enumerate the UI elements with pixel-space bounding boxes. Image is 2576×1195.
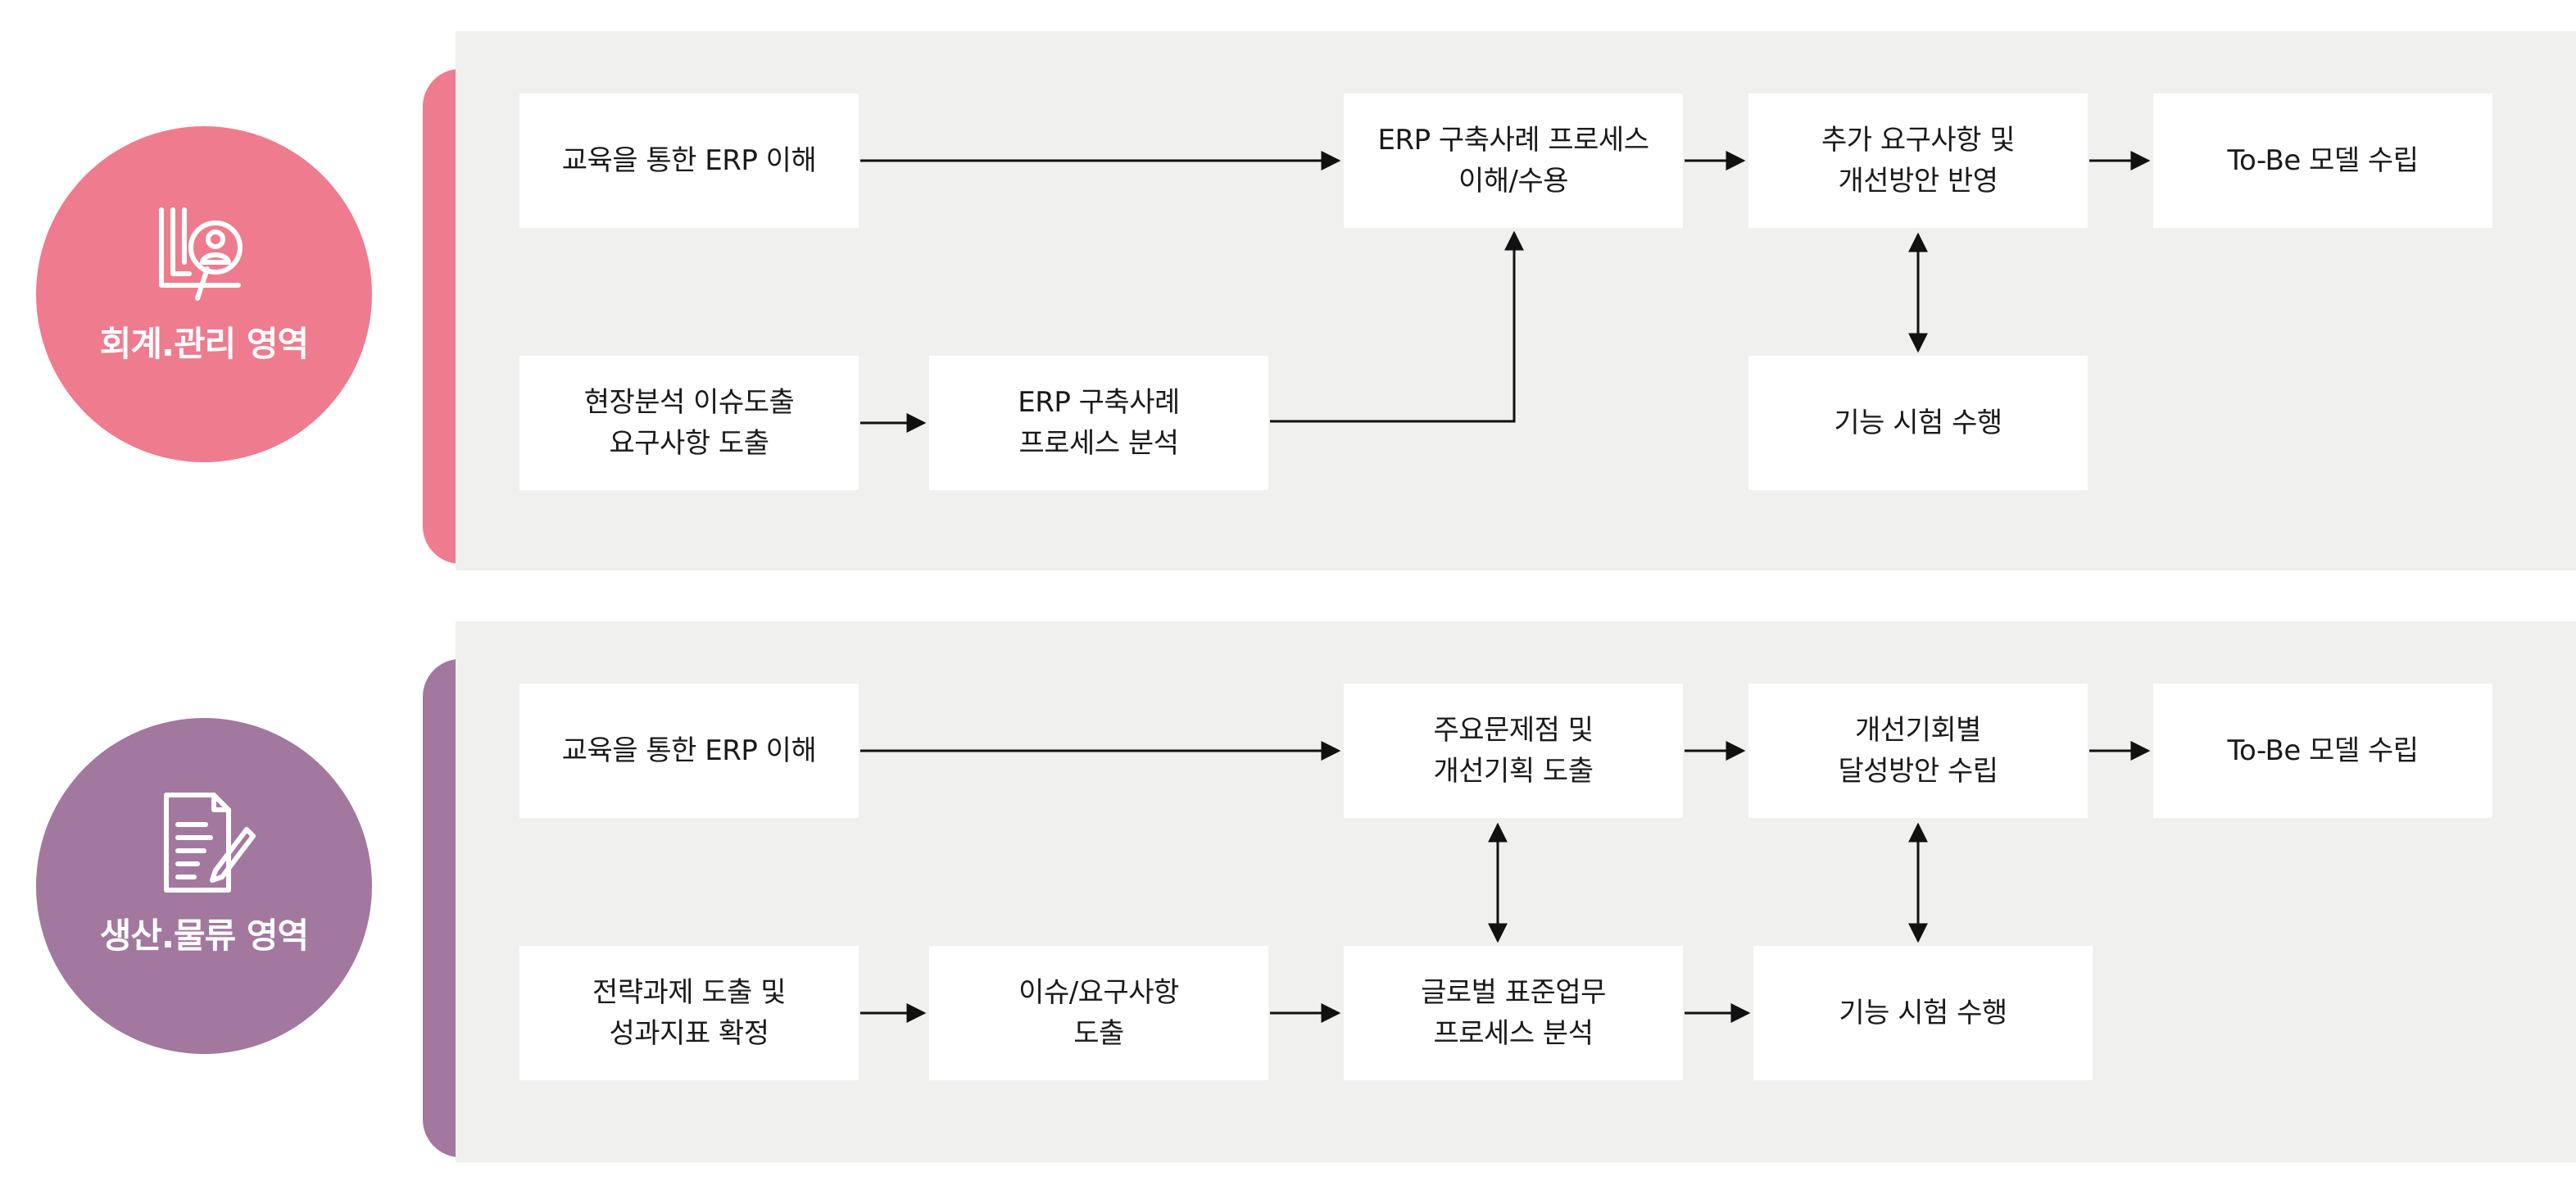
acc-edu-box: 교육을 통한 ERP 이해 bbox=[519, 93, 859, 228]
logistics-accent-bar bbox=[423, 659, 460, 1157]
accounting-section-title: 회계.관리 영역 bbox=[99, 323, 309, 364]
log-strategy-box: 전략과제 도출 및 성과지표 확정 bbox=[519, 946, 859, 1080]
log-edu-box: 교육을 통한 ERP 이해 bbox=[519, 684, 859, 818]
log-problems-box: 주요문제점 및 개선기획 도출 bbox=[1344, 684, 1683, 818]
acc-tobe-box: To-Be 모델 수립 bbox=[2153, 93, 2492, 228]
log-global-box: 글로벌 표준업무 프로세스 분석 bbox=[1344, 946, 1683, 1080]
accounting-section-badge: 회계.관리 영역 bbox=[36, 126, 372, 462]
acc-requirements-box: 추가 요구사항 및 개선방안 반영 bbox=[1748, 93, 2088, 228]
education-magnifier-icon bbox=[147, 193, 261, 308]
acc-test-box: 기능 시험 수행 bbox=[1748, 356, 2088, 490]
log-issues-box: 이슈/요구사항 도출 bbox=[929, 946, 1268, 1080]
logistics-section-title: 생산.물류 영역 bbox=[99, 915, 309, 956]
accounting-accent-bar bbox=[423, 69, 460, 564]
acc-field-box: 현장분석 이슈도출 요구사항 도출 bbox=[519, 356, 859, 490]
log-tobe-box: To-Be 모델 수립 bbox=[2153, 684, 2492, 818]
log-test-box: 기능 시험 수행 bbox=[1753, 946, 2093, 1080]
log-opportunity-box: 개선기회별 달성방안 수립 bbox=[1748, 684, 2088, 818]
document-pen-icon bbox=[147, 785, 261, 900]
logistics-section-badge: 생산.물류 영역 bbox=[36, 718, 372, 1054]
acc-case-understand-box: ERP 구축사례 프로세스 이해/수용 bbox=[1344, 93, 1683, 228]
acc-case-analysis-box: ERP 구축사례 프로세스 분석 bbox=[929, 356, 1268, 490]
